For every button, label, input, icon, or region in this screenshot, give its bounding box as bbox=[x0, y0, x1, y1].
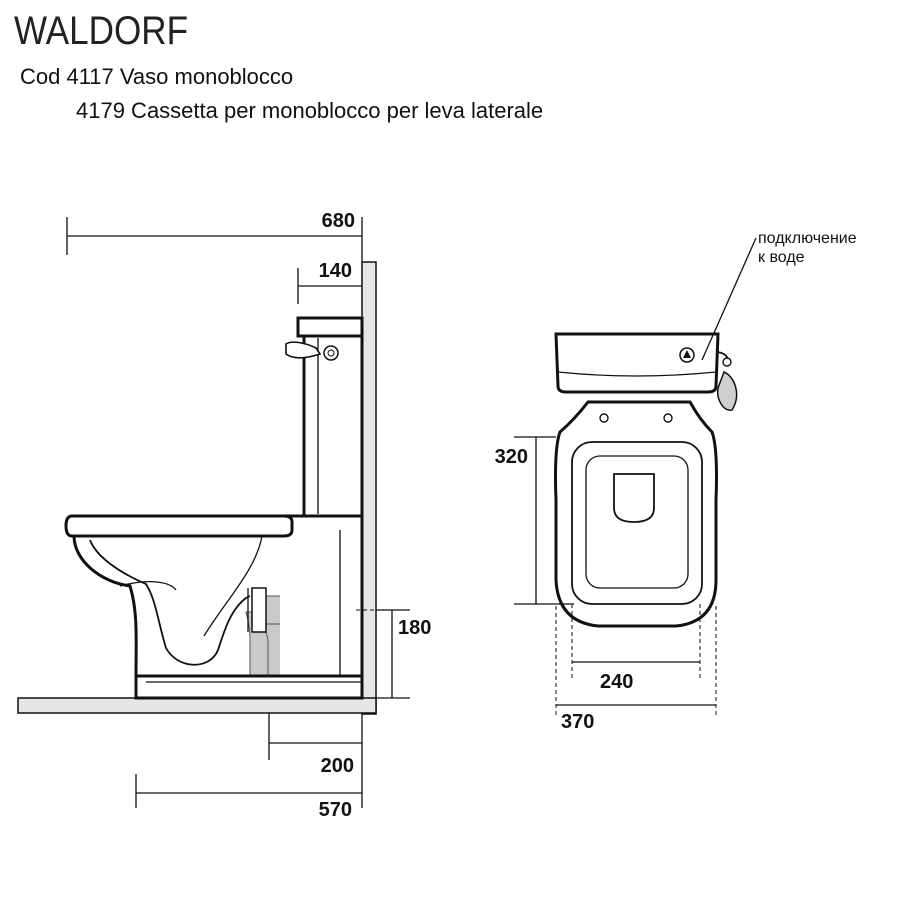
bowl-inner-curve bbox=[203, 535, 263, 637]
tank-lid bbox=[296, 316, 364, 338]
header-line-2: 4179 Cassetta per monoblocco per leva la… bbox=[76, 98, 543, 123]
bowl-base bbox=[134, 674, 364, 700]
lever-knob bbox=[722, 357, 732, 367]
top-view: подключение к воде 320 240 370 bbox=[495, 230, 857, 733]
lever-pivot bbox=[327, 349, 335, 357]
seat-outline bbox=[554, 400, 718, 628]
tank-top-edge bbox=[557, 371, 717, 377]
dim-240-label: 240 bbox=[600, 671, 633, 693]
hinge-hole-right bbox=[663, 413, 673, 423]
bowl-drain-opening bbox=[613, 473, 655, 523]
bowl-inner-outline bbox=[571, 441, 703, 605]
bowl-rear-block bbox=[280, 514, 364, 678]
seat-rim bbox=[64, 514, 294, 538]
annotation-line-1: подключение bbox=[758, 230, 857, 247]
annotation-line-2: к воде bbox=[758, 249, 805, 266]
bowl-outer bbox=[72, 535, 362, 678]
tank-body bbox=[302, 334, 364, 518]
floor bbox=[17, 697, 377, 714]
annotation-leader bbox=[701, 237, 757, 361]
dim-680-label: 680 bbox=[322, 210, 355, 232]
bowl-foot-shadow bbox=[119, 580, 177, 591]
side-view: 680 140 180 200 570 bbox=[17, 210, 431, 821]
dim-180-label: 180 bbox=[398, 617, 431, 639]
dim-320-label: 320 bbox=[495, 446, 528, 468]
tank-top bbox=[554, 332, 720, 394]
hinge-hole-left bbox=[599, 413, 609, 423]
brand-logo: WALDORF bbox=[14, 9, 188, 53]
dim-200-label: 200 bbox=[321, 755, 354, 777]
bowl-inner-rim bbox=[585, 455, 689, 589]
flush-lever bbox=[285, 341, 322, 359]
dim-140-label: 140 bbox=[319, 260, 352, 282]
lever-handle bbox=[716, 371, 738, 411]
bowl-trap-curve bbox=[89, 539, 251, 666]
dim-570-label: 570 bbox=[319, 799, 352, 821]
dim-370-label: 370 bbox=[561, 711, 594, 733]
wall bbox=[361, 261, 377, 715]
header-line-1: Cod 4117 Vaso monoblocco bbox=[20, 64, 293, 89]
outlet-flange bbox=[251, 587, 267, 633]
water-inlet-arrow-icon bbox=[683, 350, 691, 358]
